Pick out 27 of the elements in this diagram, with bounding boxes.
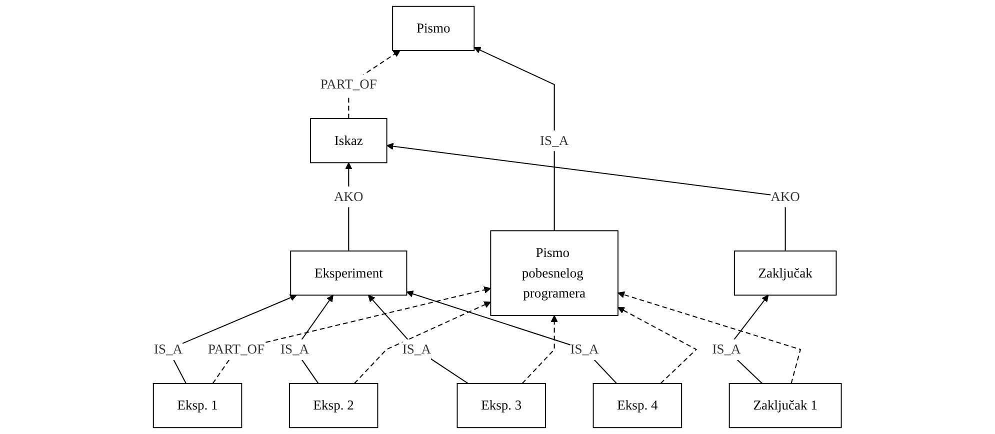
arrow	[474, 46, 556, 231]
edge-label: PART_OF	[208, 342, 265, 357]
arrow	[522, 315, 558, 384]
edge-label: IS_A	[712, 342, 741, 357]
node-box: Zaključak 1	[729, 382, 842, 428]
node-box: Pismo	[392, 6, 475, 51]
node-box: Eksp. 4	[592, 382, 682, 428]
edge-label: IS_A	[154, 342, 183, 357]
edge-label: AKO	[770, 188, 800, 204]
node-box: Eksp. 2	[289, 382, 378, 428]
arrow	[406, 290, 618, 384]
node-box: Zaključak	[734, 250, 837, 296]
arrow	[386, 142, 786, 251]
node-box: Eksp. 1	[153, 382, 242, 428]
node-box: Eksperiment	[290, 250, 408, 296]
edge-label: PART_OF	[320, 76, 378, 92]
arrow	[354, 301, 492, 384]
edge-label: IS_A	[540, 132, 569, 148]
node-box: Pismo pobesnelog programera	[490, 230, 619, 316]
edge-label: IS_A	[280, 342, 310, 357]
edge-label: AKO	[334, 188, 364, 204]
arrow	[368, 294, 469, 384]
node-box: Iskaz	[310, 118, 388, 164]
arrow	[618, 307, 698, 384]
node-box: Eksp. 3	[456, 382, 546, 428]
edge-label: IS_A	[402, 342, 432, 357]
edge-label: IS_A	[570, 342, 599, 357]
